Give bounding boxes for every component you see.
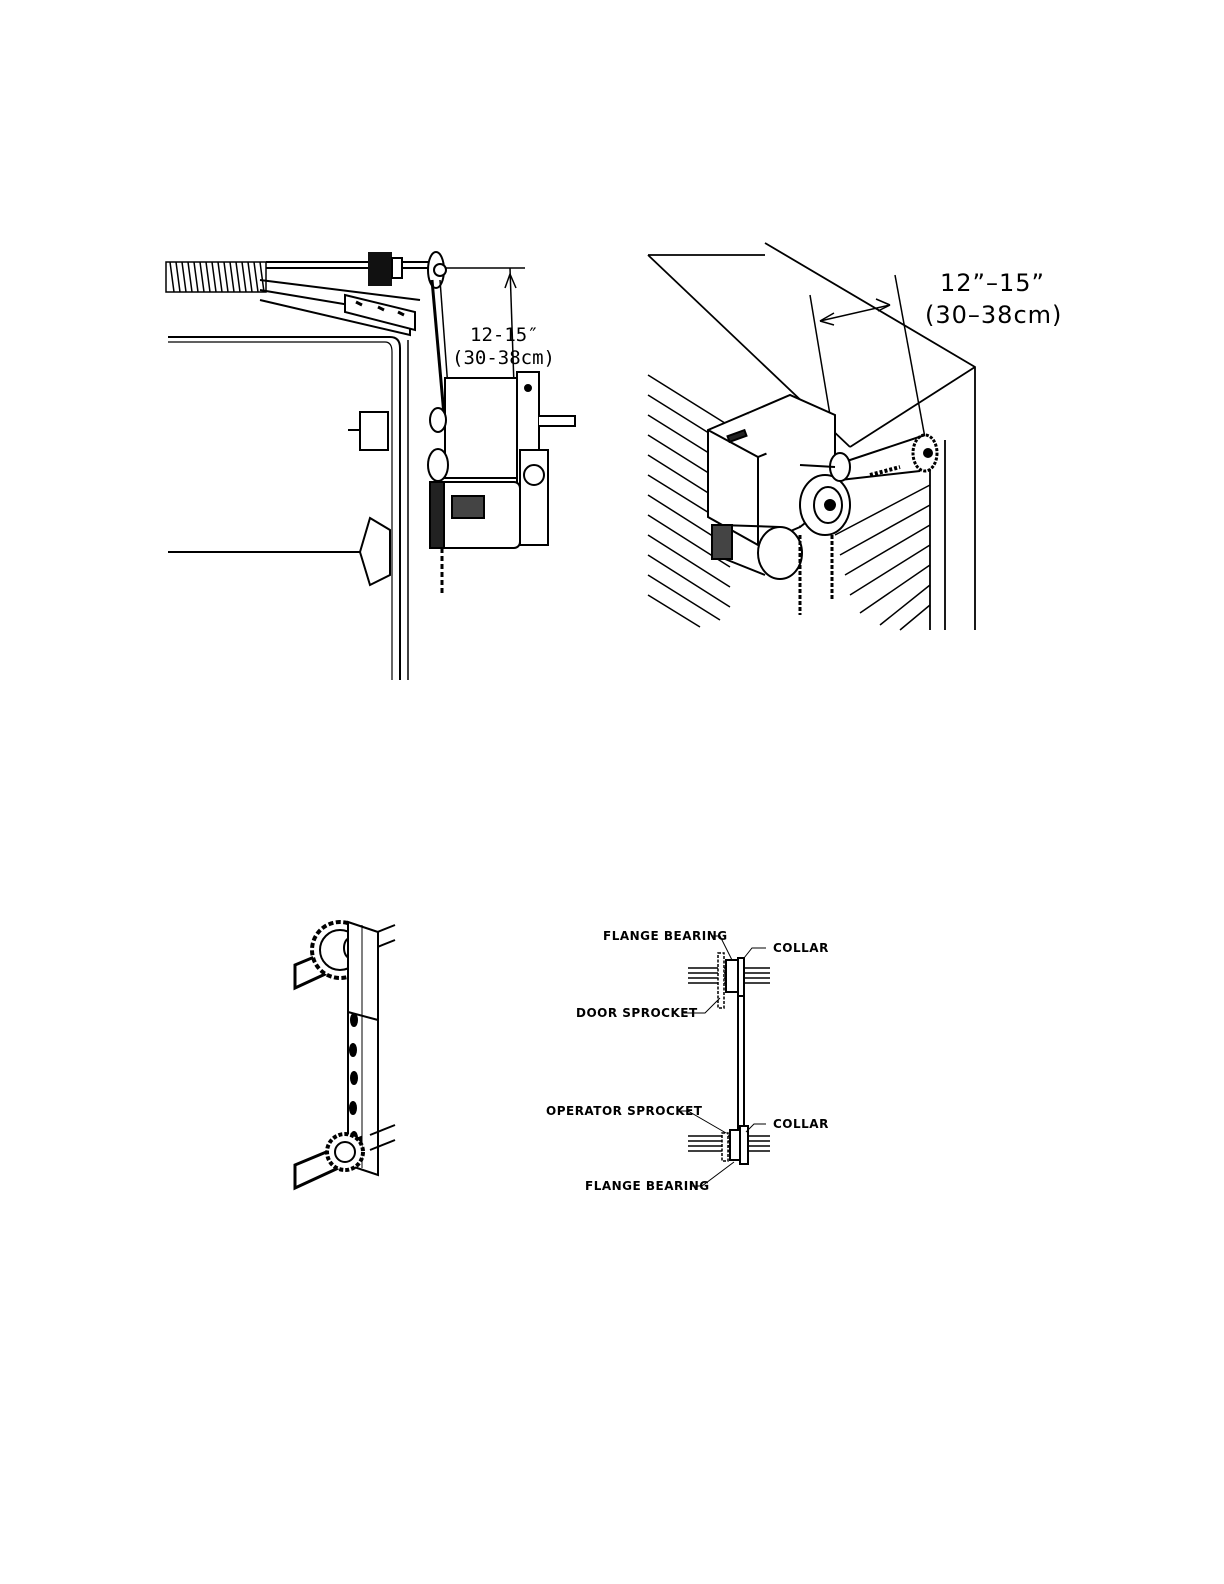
dimension-inches: 12-15″ xyxy=(470,324,539,346)
dimension-inches: 12”–15” xyxy=(940,269,1045,297)
label-collar-top: COLLAR xyxy=(773,941,829,955)
drive-pulley xyxy=(800,475,850,535)
door-frame xyxy=(168,337,408,680)
dimension-cm: (30-38cm) xyxy=(452,347,555,369)
shaft-header xyxy=(260,262,430,335)
iso-view-figure: 12”–15” (30–38cm) xyxy=(640,235,1090,635)
dimension-cm: (30–38cm) xyxy=(925,301,1062,329)
side-view-figure: 12-15″ (30-38cm) xyxy=(160,240,600,685)
door-sprocket xyxy=(835,435,937,480)
operator-sprocket xyxy=(327,1134,363,1170)
label-flange-bearing-bottom: FLANGE BEARING xyxy=(585,1179,710,1193)
label-door-sprocket: DOOR SPROCKET xyxy=(576,1006,698,1020)
drive-chain xyxy=(738,996,744,1138)
door-sprocket xyxy=(428,252,446,288)
torsion-spring xyxy=(166,262,266,292)
label-operator-sprocket: OPERATOR SPROCKET xyxy=(546,1104,703,1118)
operator-housing xyxy=(445,372,575,484)
cable-drum xyxy=(368,252,402,286)
sprocket-alignment-diagram: FLANGE BEARING COLLAR DOOR SPROCKET OPER… xyxy=(540,918,860,1200)
label-flange-bearing-top: FLANGE BEARING xyxy=(603,929,728,943)
label-collar-bottom: COLLAR xyxy=(773,1117,829,1131)
operator-sprocket xyxy=(722,1126,748,1164)
hand-chain xyxy=(800,535,832,615)
door-sprocket xyxy=(718,953,744,1008)
sprocket-closeup-figure xyxy=(290,910,400,1192)
